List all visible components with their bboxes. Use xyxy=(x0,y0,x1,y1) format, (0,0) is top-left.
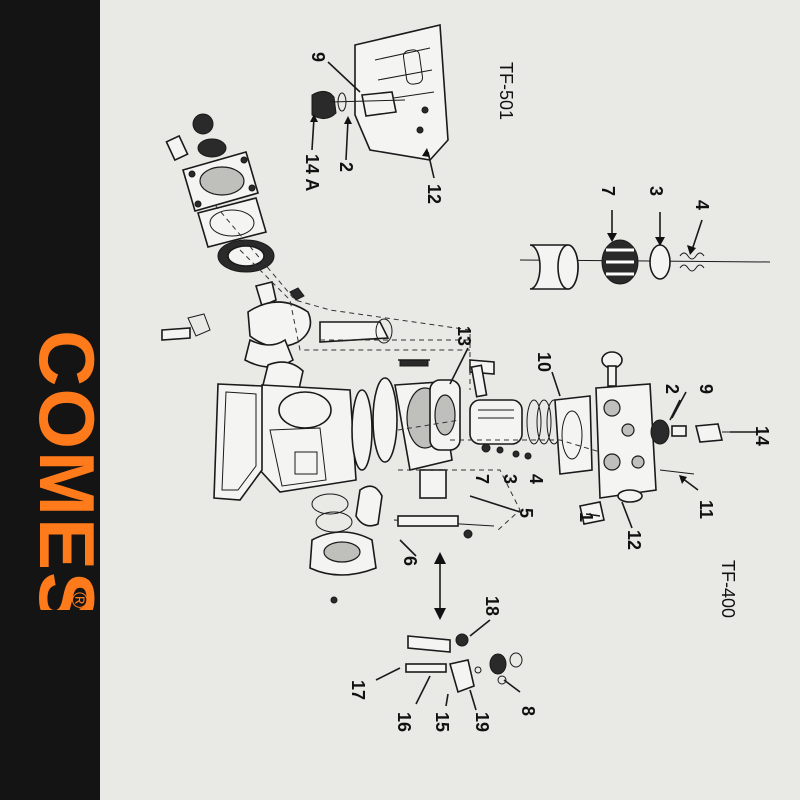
main-assembly xyxy=(161,113,756,694)
callout-9-lower: 9 xyxy=(696,384,716,394)
callout-16: 16 xyxy=(394,712,414,732)
callout-18: 18 xyxy=(482,596,502,616)
callout-10: 10 xyxy=(534,352,554,372)
callout-3-upper: 3 xyxy=(646,186,666,196)
callout-1: 1 xyxy=(576,512,596,522)
link-arrow xyxy=(434,552,446,620)
piston xyxy=(469,399,523,445)
callout-19: 19 xyxy=(472,712,492,732)
callout-numbers: 9 2 14 A 12 7 3 4 13 10 2 9 14 11 12 1 7… xyxy=(302,52,772,732)
tf501-inset xyxy=(311,24,449,161)
valve-disc xyxy=(649,244,671,280)
callout-14: 14 xyxy=(752,426,772,446)
callout-2-lower: 2 xyxy=(662,384,682,394)
fitting-elbow xyxy=(448,659,475,694)
valve-block xyxy=(419,469,447,499)
brand-name: COMESA xyxy=(23,330,96,610)
valve-spring xyxy=(679,252,705,272)
sight-glass xyxy=(355,485,383,527)
callout-4-lower: 4 xyxy=(526,474,546,484)
connecting-rod xyxy=(319,321,390,343)
cylinder-gasket xyxy=(372,377,398,463)
valve-parts-group xyxy=(519,239,771,290)
callout-14a: 14 A xyxy=(302,154,322,191)
piston-ring xyxy=(526,399,542,445)
assembly-guides xyxy=(214,204,601,531)
callout-3-lower: 3 xyxy=(500,474,520,484)
callout-12-upper: 12 xyxy=(424,184,444,204)
tf501-head-housing xyxy=(354,24,449,161)
callout-8: 8 xyxy=(518,706,538,716)
callout-4-upper: 4 xyxy=(692,200,712,210)
gasket-plate xyxy=(196,197,268,248)
callout-13: 13 xyxy=(454,326,474,346)
callout-6: 6 xyxy=(400,556,420,566)
dipstick xyxy=(161,327,191,341)
model-label-tf400: TF-400 xyxy=(718,560,738,618)
tf501-valve xyxy=(361,91,397,117)
callout-7-upper: 7 xyxy=(598,186,618,196)
crankshaft-web xyxy=(247,301,312,348)
registered-mark: ® xyxy=(67,592,92,608)
nut xyxy=(192,113,214,135)
valve-plate xyxy=(554,395,593,475)
callout-7-lower: 7 xyxy=(472,474,492,484)
tf501-plug xyxy=(311,91,337,119)
crankshaft xyxy=(244,338,294,368)
callout-12-lower: 12 xyxy=(624,530,644,550)
callout-11: 11 xyxy=(696,500,716,519)
brand-band xyxy=(0,0,110,800)
callout-15: 15 xyxy=(432,712,452,732)
callout-17: 17 xyxy=(348,680,368,700)
base-gasket xyxy=(213,383,263,501)
tf400-head xyxy=(595,383,657,499)
callout-9-upper: 9 xyxy=(308,52,328,62)
brand-logo: COMESA ® xyxy=(23,330,96,610)
gasket-small xyxy=(579,501,605,525)
model-label-tf501: TF-501 xyxy=(496,62,516,120)
leader-lines xyxy=(310,61,760,711)
callout-5: 5 xyxy=(516,508,536,518)
callout-2-upper: 2 xyxy=(336,162,356,172)
